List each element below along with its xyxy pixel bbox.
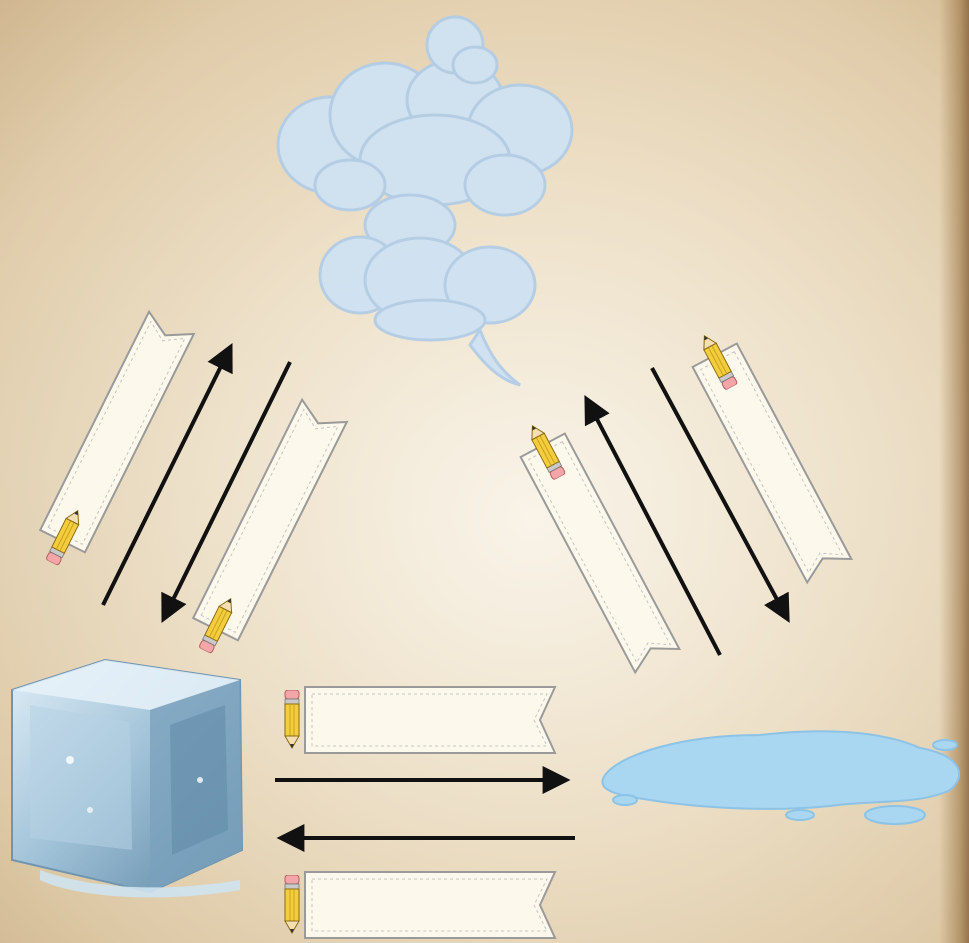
steam-cloud-icon: [278, 17, 572, 385]
label-blank[interactable]: [510, 414, 679, 672]
label-blank[interactable]: [682, 324, 851, 582]
ice-cube-icon: [12, 660, 242, 897]
water-puddle-icon: [602, 731, 959, 824]
label-blank[interactable]: [29, 312, 193, 574]
label-blank[interactable]: [285, 687, 555, 753]
label-blank[interactable]: [285, 872, 555, 938]
